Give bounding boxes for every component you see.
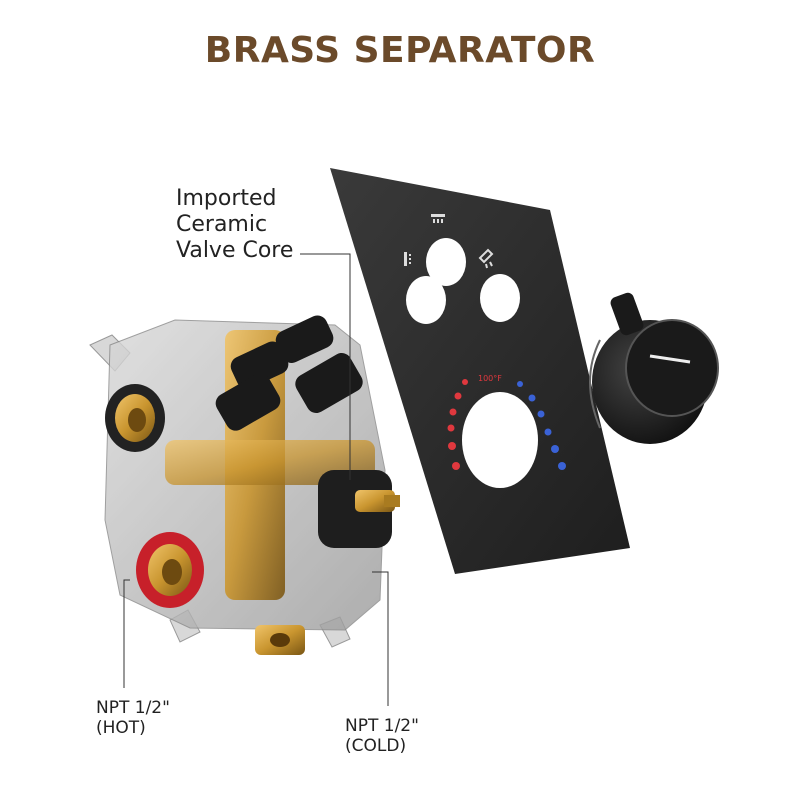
cold-inlet-callout: NPT 1/2" (COLD) [345,716,419,756]
callout-line: Valve Core [176,237,294,263]
callout-line: Ceramic [176,211,268,237]
callout-line: (COLD) [345,736,407,757]
callout-line: Imported [176,186,277,211]
ceramic-valve-core [318,470,400,548]
page-title: BRASS SEPARATOR [204,30,596,71]
temperature-scale: 100°F [447,374,566,470]
callout-line: NPT 1/2" [345,716,419,736]
callout-line: (HOT) [96,718,146,739]
valve-port-hole [462,392,538,488]
outlet-port-hole [426,238,466,286]
callout-line: NPT 1/2" [96,698,170,718]
callout-leaders [123,253,389,706]
hot-inlet-callout: NPT 1/2" (HOT) [96,698,170,738]
control-knob [589,292,719,444]
handheld-shower-icon [404,252,411,266]
trim-faceplate: 100°F [330,168,630,574]
temperature-mark: 100°F [478,374,502,383]
outlet-port-hole [480,274,520,322]
hand-shower-spray-icon [478,248,494,269]
rain-shower-icon [431,214,445,223]
outlet-caps [215,315,363,431]
side-inlet-port [105,384,165,452]
outlet-port-hole [406,276,446,324]
hot-inlet-port [136,532,204,608]
valve-core-callout: Imported Ceramic Valve Core [176,186,293,264]
